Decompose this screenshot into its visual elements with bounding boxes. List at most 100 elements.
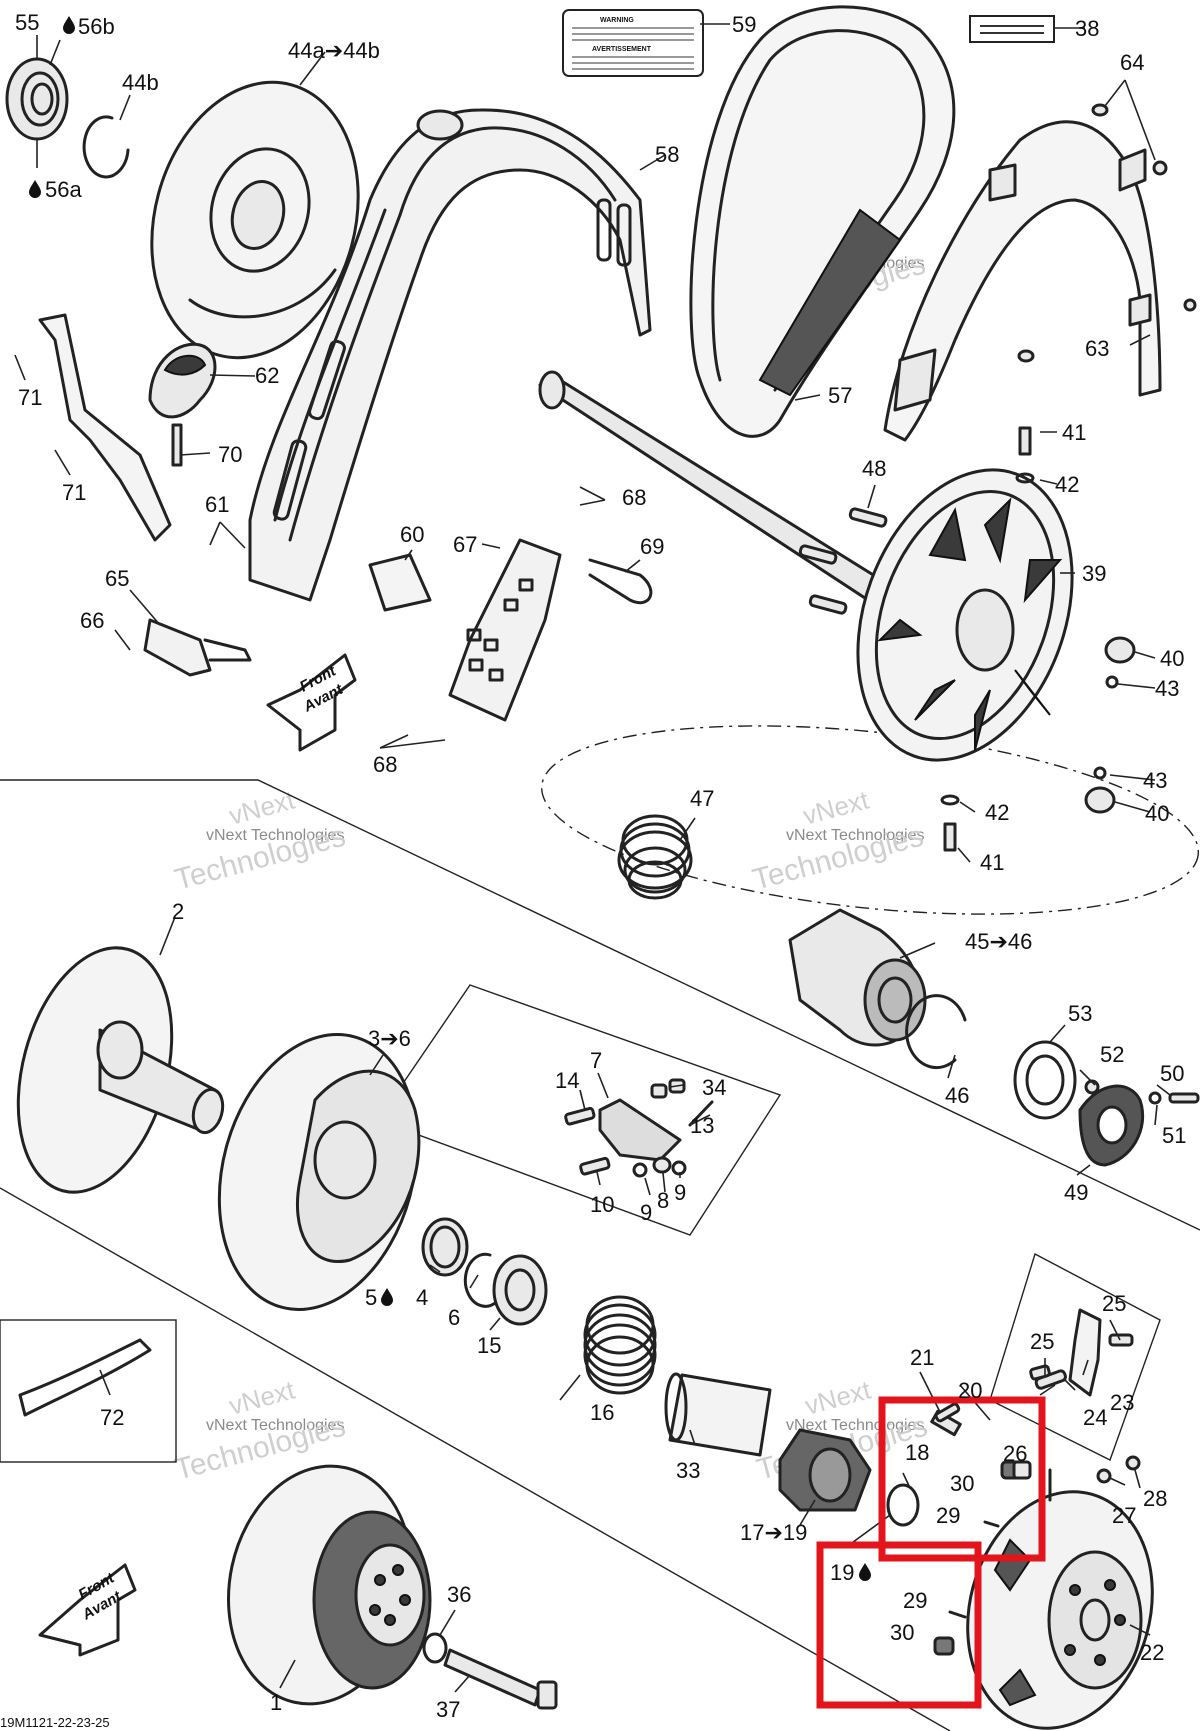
callout-15: 15 [477, 1333, 501, 1358]
callout-14: 14 [555, 1068, 579, 1093]
label-38 [969, 15, 1055, 43]
belt-guard-58 [248, 108, 652, 602]
callout-60: 60 [400, 522, 424, 547]
callout-56a: 56a [45, 177, 82, 202]
callout-13: 13 [690, 1113, 714, 1138]
callout-71-upper: 71 [18, 385, 42, 410]
spider-17-19 [778, 1428, 872, 1512]
callout-16: 16 [590, 1400, 614, 1425]
callout-65: 65 [105, 566, 129, 591]
callout-18: 18 [905, 1440, 929, 1465]
callout-68-upper: 68 [622, 485, 646, 510]
callout-61: 61 [205, 492, 229, 517]
sheave-2 [16, 946, 225, 1194]
callout-43-lower: 43 [1143, 768, 1167, 793]
callout-10: 10 [590, 1192, 614, 1217]
callout-43-upper: 43 [1155, 676, 1179, 701]
callout-46: 46 [945, 1083, 969, 1108]
callout-29-lower: 29 [903, 1588, 927, 1613]
svg-text:vNext Technologies: vNext Technologies [786, 1417, 924, 1434]
bracket-65 [143, 618, 252, 677]
sheave-44a [150, 80, 360, 360]
bushing-4 [421, 1217, 469, 1277]
callout-68-lower: 68 [373, 752, 397, 777]
callout-48: 48 [862, 456, 886, 481]
bolts-48 [798, 507, 888, 615]
svg-text:vNext Technologies: vNext Technologies [786, 827, 924, 844]
callout-70: 70 [218, 442, 242, 467]
callout-40-lower: 40 [1145, 801, 1169, 826]
callout-45-46: 45➔46 [965, 929, 1032, 954]
callout-50: 50 [1160, 1061, 1184, 1086]
cover-63 [883, 103, 1197, 442]
callout-17-19: 17➔19 [740, 1520, 807, 1545]
lubricant-drop-icon [381, 1288, 393, 1306]
callout-23: 23 [1110, 1390, 1134, 1415]
callout-51: 51 [1162, 1123, 1186, 1148]
spring-47 [617, 814, 693, 900]
pin-21 [934, 1402, 961, 1423]
section-frames [0, 725, 1200, 1731]
hose-72 [18, 1338, 152, 1417]
callout-59: 59 [732, 12, 756, 37]
reference-code: 19M1121-22-23-25 [0, 1715, 110, 1730]
pulley-hardware-40-43 [940, 426, 1136, 852]
callout-67: 67 [453, 532, 477, 557]
callout-66: 66 [80, 608, 104, 633]
callout-72: 72 [100, 1405, 124, 1430]
callout-33: 33 [676, 1458, 700, 1483]
callout-44a-44b: 44a➔44b [288, 38, 380, 63]
rings-46-53 [905, 994, 1077, 1120]
callout-57: 57 [828, 383, 852, 408]
callout-30-lower: 30 [890, 1620, 914, 1645]
callout-64: 64 [1120, 50, 1144, 75]
bracket-60 [368, 553, 432, 612]
seal-55 [5, 57, 69, 141]
shaft-and-driven-pulley-39 [538, 370, 1074, 762]
callout-30-upper: 30 [950, 1471, 974, 1496]
cam-45 [788, 908, 927, 1047]
warning-label-59: WARNING AVERTISSEMENT [562, 9, 704, 77]
callout-20: 20 [958, 1378, 982, 1403]
callout-38: 38 [1075, 16, 1099, 41]
callout-49: 49 [1064, 1180, 1088, 1205]
callout-24: 24 [1083, 1405, 1107, 1430]
callout-5: 5 [365, 1285, 377, 1310]
callout-40-upper: 40 [1160, 646, 1184, 671]
callout-71-lower: 71 [62, 480, 86, 505]
callout-22: 22 [1140, 1640, 1164, 1665]
lubricant-drop-icon [29, 180, 41, 198]
callout-52: 52 [1100, 1042, 1124, 1067]
callout-56b: 56b [78, 14, 115, 39]
sheave-3-6 [217, 1033, 421, 1311]
callout-63: 63 [1085, 336, 1109, 361]
highlight-box-upper [878, 1396, 1046, 1562]
svg-text:vNext Technologies: vNext Technologies [206, 827, 344, 844]
callout-42-upper: 42 [1055, 472, 1079, 497]
pad-62 [148, 342, 217, 419]
retaining-ring-44b [82, 115, 130, 179]
callout-36: 36 [447, 1582, 471, 1607]
callout-7: 7 [590, 1048, 602, 1073]
washer-15 [492, 1254, 548, 1326]
svg-text:AVERTISSEMENT: AVERTISSEMENT [592, 46, 652, 53]
callout-labels: 55 56b 56a 44a➔44b 44b 59 38 58 64 63 57… [15, 10, 1186, 1722]
callout-19: 19 [830, 1560, 854, 1585]
hardware-26-28 [1012, 1455, 1141, 1502]
callout-62: 62 [255, 363, 279, 388]
drive-pulley-1 [226, 1464, 558, 1710]
svg-text:vNext: vNext [802, 1374, 875, 1420]
spring-16 [583, 1295, 657, 1395]
pin-69 [588, 558, 653, 605]
callout-44b: 44b [122, 70, 159, 95]
callout-8: 8 [657, 1188, 669, 1213]
lubricant-drop-icon [63, 16, 75, 34]
callout-34: 34 [702, 1075, 726, 1100]
bushing-18 [886, 1483, 920, 1527]
svg-text:vNext: vNext [226, 1374, 299, 1420]
callout-6: 6 [448, 1305, 460, 1330]
callout-3-6: 3➔6 [368, 1026, 411, 1051]
callout-41-upper: 41 [1062, 420, 1086, 445]
svg-text:vNext Technologies: vNext Technologies [206, 1417, 344, 1434]
callout-58: 58 [655, 142, 679, 167]
